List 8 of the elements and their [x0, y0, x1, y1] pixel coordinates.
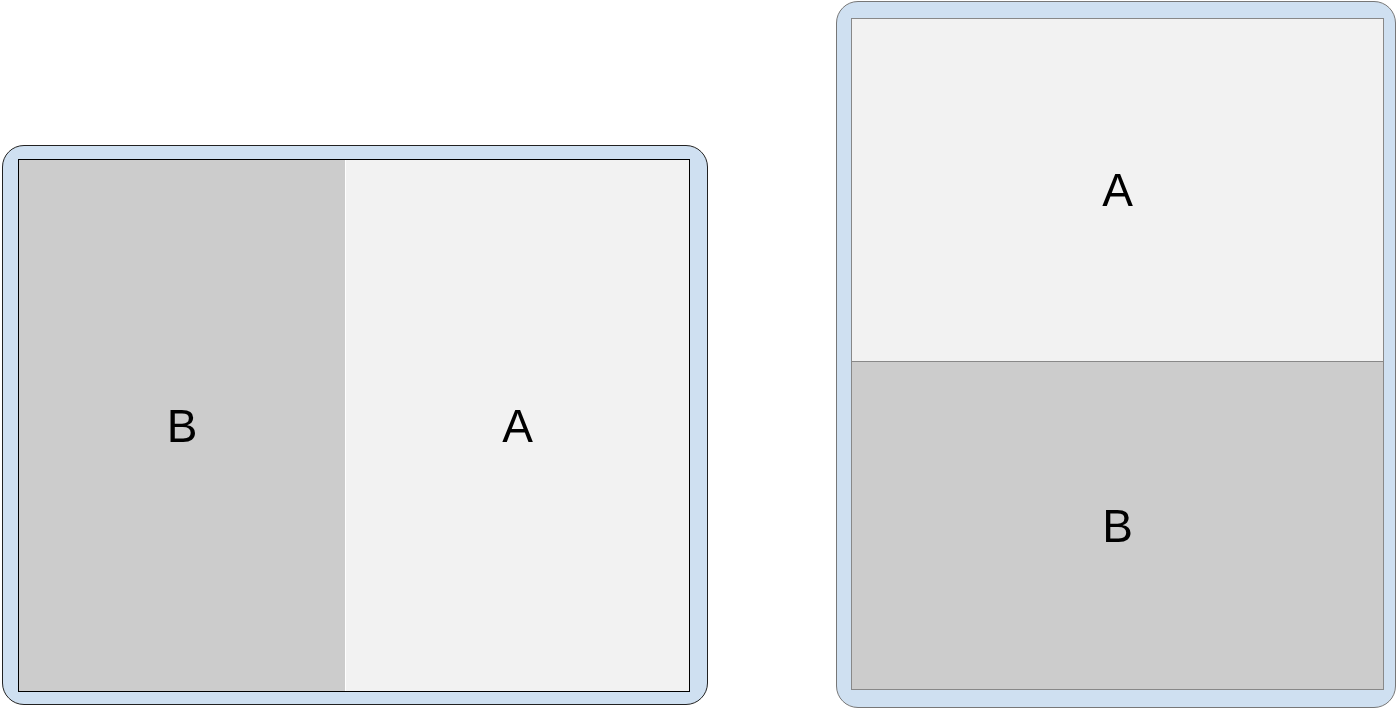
app-pane	[19, 160, 346, 691]
pane-label: B	[166, 398, 198, 453]
app-pane	[346, 160, 689, 691]
app-pane	[852, 362, 1383, 689]
pane-label: B	[1102, 498, 1133, 553]
app-pane	[852, 19, 1383, 362]
pane-label: A	[502, 398, 533, 453]
pane-label: A	[1102, 163, 1133, 217]
